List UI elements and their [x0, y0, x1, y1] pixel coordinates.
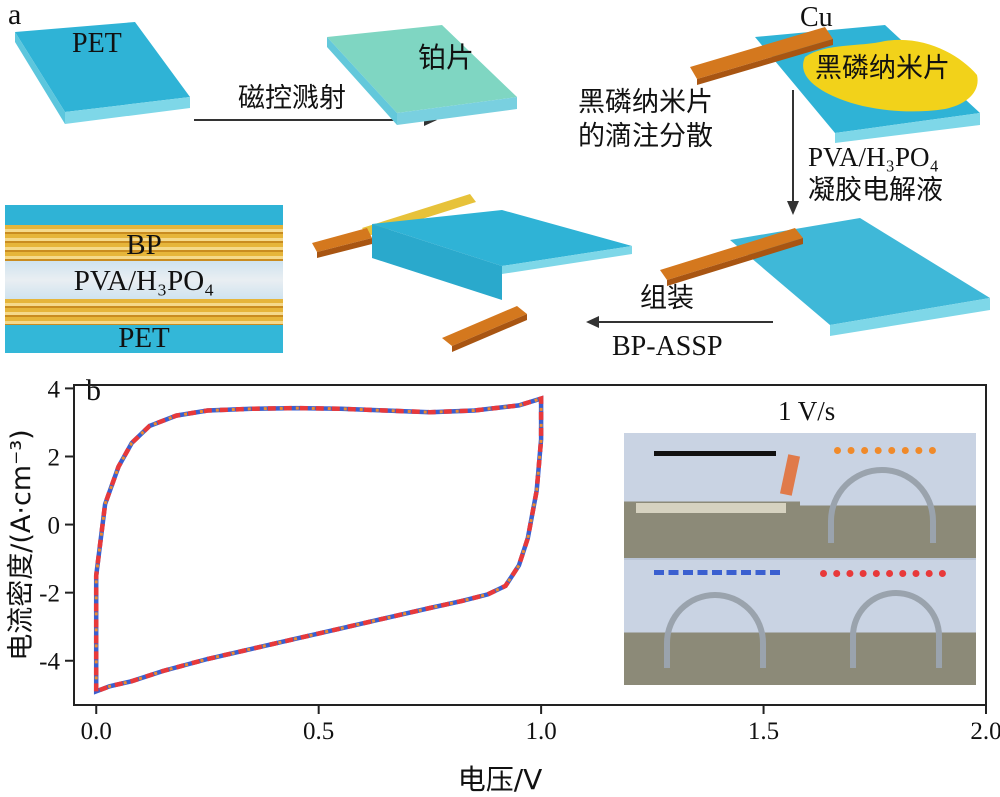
pt-label: 铂片 [418, 43, 475, 74]
y-tick-label: 0 [48, 513, 61, 540]
bp-coated-plate-illustration [690, 25, 980, 143]
indicator-red [820, 570, 946, 577]
cv-curve-red [93, 395, 544, 695]
inset-photos [624, 433, 976, 685]
bp-dropcast-line1: 黑磷纳米片 [578, 87, 713, 118]
layer-pet: PET [118, 321, 170, 354]
assembly-step-label: 组装 [640, 283, 694, 314]
layer-electrolyte: PVA/H₃PO₄ [73, 264, 215, 297]
layer-bp: BP [126, 228, 162, 261]
indicator-orange [834, 447, 936, 454]
pet-label: PET [72, 28, 122, 59]
assembled-device-illustration [312, 194, 632, 352]
sputtering-step-label: 磁控溅射 [238, 83, 346, 114]
inset-title: 1 V/s [778, 396, 836, 426]
y-tick-label: 4 [48, 376, 61, 403]
arrow-left-icon [586, 316, 773, 328]
indicator-blue [654, 570, 780, 575]
cross-section-image: BP PVA/H₃PO₄ PET [5, 205, 283, 354]
x-tick-label: 2.0 [970, 718, 1000, 745]
y-tick-label: 2 [48, 444, 61, 471]
y-axis-label: 电流密度/(A·cm⁻³) [6, 429, 37, 660]
pet-plate-illustration [15, 22, 190, 124]
y-tick-label: -2 [39, 581, 60, 608]
pt-plate-illustration [327, 25, 517, 125]
cv-chart: 0.0 0.5 1.0 1.5 2.0 -4 -2 0 2 4 电压/V 电流密度/(A·cm⁻³) [6, 376, 1000, 796]
photo-bent-2 [624, 560, 800, 685]
cv-curve-orange [94, 396, 543, 694]
photo-bent-1 [800, 433, 976, 558]
x-axis-label: 电压/V [458, 763, 543, 796]
gel-electrolyte-line1: PVA/H₃PO₄ [808, 142, 939, 172]
gel-electrolyte-line2: 凝胶电解液 [808, 175, 943, 206]
gel-electrolyte-step: PVA/H₃PO₄ 凝胶电解液 [808, 140, 943, 208]
device-name-label: BP-ASSP [612, 331, 723, 362]
x-tick-label: 0.5 [303, 718, 334, 745]
gel-plate-illustration [660, 218, 990, 336]
x-tick-label: 0.0 [81, 718, 112, 745]
panel-a-label: a [8, 0, 22, 31]
bp-nanosheet-label: 黑磷纳米片 [815, 53, 950, 84]
cv-curve-blue [93, 395, 544, 695]
bp-dropcast-line2: 的滴注分散 [578, 121, 713, 152]
indicator-off [654, 451, 776, 456]
plot-frame [73, 384, 987, 706]
cu-label: Cu [800, 2, 833, 33]
bp-dropcast-step: 黑磷纳米片 的滴注分散 [578, 86, 713, 154]
photo-flat [624, 433, 801, 558]
arrow-down-icon [787, 90, 799, 215]
y-tick-label: -4 [39, 649, 60, 676]
x-tick-label: 1.5 [748, 718, 779, 745]
panel-b-label: b [86, 374, 101, 407]
x-tick-label: 1.0 [525, 718, 556, 745]
photo-bent-3 [800, 560, 976, 685]
